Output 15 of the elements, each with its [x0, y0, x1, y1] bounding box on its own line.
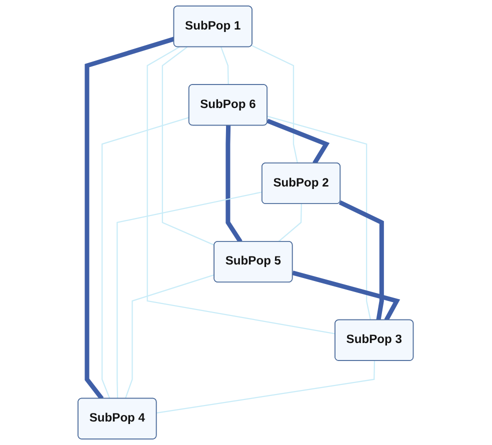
connector	[292, 270, 400, 322]
connector	[339, 200, 384, 321]
connector	[147, 46, 336, 334]
connector	[278, 204, 302, 242]
connector	[267, 118, 330, 164]
connector	[268, 116, 372, 320]
connector	[226, 126, 243, 243]
connector	[102, 116, 190, 399]
connector	[220, 46, 230, 85]
connector	[116, 191, 263, 399]
connector	[85, 36, 176, 400]
connector	[156, 360, 376, 414]
connector	[162, 46, 216, 246]
connector	[125, 274, 215, 399]
connector	[252, 44, 298, 164]
